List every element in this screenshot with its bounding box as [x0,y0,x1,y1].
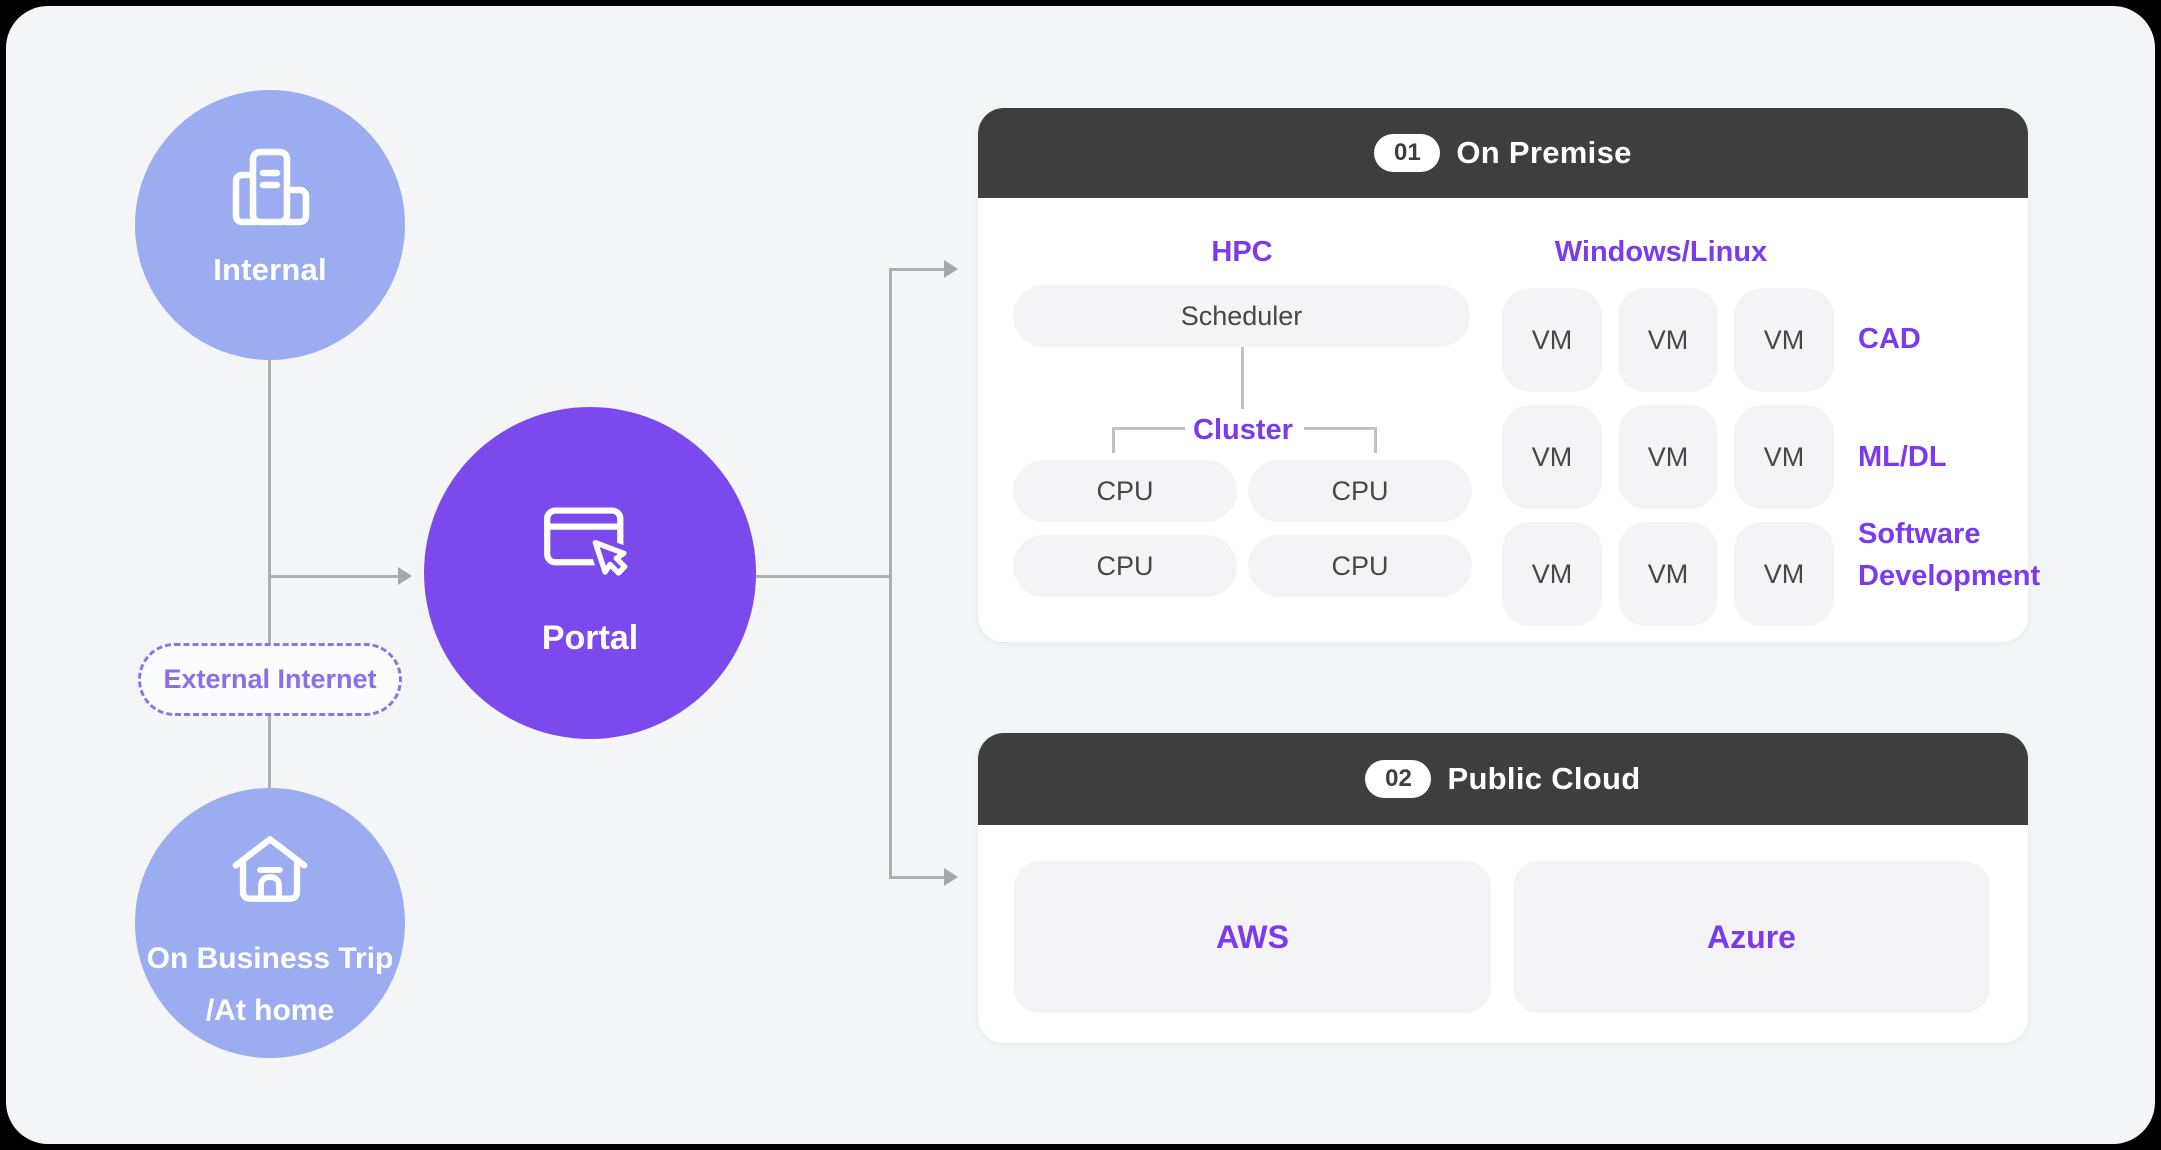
vm-row-label-development: Development [1858,560,2041,592]
home-icon [232,836,308,902]
external-internet-label: External Internet [163,664,377,694]
node-internal: Internal [135,90,405,360]
node-portal: Portal [424,407,756,739]
vm-row-label-mldl: ML/DL [1858,441,1947,473]
vm-box: VM [1734,288,1834,392]
browser-cursor-icon [544,507,633,581]
connector-to-portal [269,575,399,578]
node-internal-label: Internal [213,252,327,287]
vm-box: VM [1734,522,1834,626]
vm-box: VM [1734,405,1834,509]
scheduler-box: Scheduler [1013,285,1470,347]
on-premise-badge: 01 [1374,134,1441,172]
vm-row-label-cad: CAD [1858,323,1921,355]
cpu-box: CPU [1248,535,1472,597]
public-cloud-badge: 02 [1365,760,1432,798]
connector-branch-top [889,268,945,271]
node-portal-label: Portal [541,619,639,657]
on-premise-card: 01 On Premise HPC Scheduler Cluster CPU … [978,108,2040,642]
connector-branch-vertical [889,269,892,879]
windows-linux-title: Windows/Linux [1554,236,1768,268]
public-cloud-header: 02 Public Cloud [978,733,2028,825]
node-business-trip-line2: /At home [205,994,335,1027]
node-business-trip-label: On Business Trip /At home [147,933,394,1037]
node-business-trip-line1: On Business Trip [146,942,394,975]
cluster-title: Cluster [1193,414,1293,446]
scheduler-cluster-line [1241,347,1244,409]
on-premise-header: 01 On Premise [978,108,2028,198]
office-building-icon [232,148,309,226]
arrow-head-publiccloud [944,868,958,886]
on-premise-title: On Premise [1456,135,1632,170]
cpu-box: CPU [1013,460,1237,522]
vm-box: VM [1618,288,1718,392]
vm-row-label-software: Software [1858,518,1981,550]
azure-box: Azure [1513,861,1990,1013]
connector-branch-bottom [889,876,945,879]
cpu-box: CPU [1013,535,1237,597]
vm-box: VM [1618,405,1718,509]
public-cloud-card: 02 Public Cloud AWS Azure [978,733,2028,1043]
cluster-bracket-right-h [1304,427,1377,430]
cluster-bracket-left-h [1112,427,1185,430]
node-business-trip: On Business Trip /At home [135,788,405,1058]
vm-box: VM [1502,405,1602,509]
public-cloud-title: Public Cloud [1447,761,1641,796]
vm-box: VM [1502,522,1602,626]
arrow-head-onpremise [944,260,958,278]
connector-portal-out [756,575,892,578]
external-internet-pill: External Internet [138,643,402,716]
aws-box: AWS [1014,861,1491,1013]
arrow-head-portal [398,567,412,585]
hpc-title: HPC [1211,236,1273,268]
vm-box: VM [1502,288,1602,392]
cluster-bracket-left-v [1112,427,1115,453]
cpu-box: CPU [1248,460,1472,522]
vm-box: VM [1618,522,1718,626]
cluster-bracket-right-v [1374,427,1377,453]
